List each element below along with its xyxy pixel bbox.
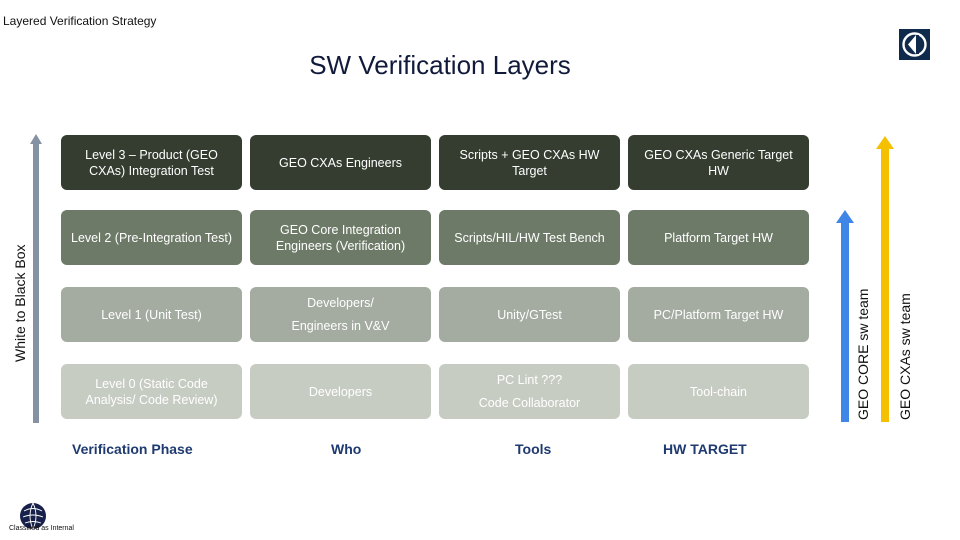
cell-level1-who: Developers/Engineers in V&V bbox=[250, 287, 431, 342]
white-to-black-label: White to Black Box bbox=[12, 244, 28, 363]
cell-level0-hw: Tool-chain bbox=[628, 364, 809, 419]
section-label: Layered Verification Strategy bbox=[3, 14, 157, 28]
globe-icon bbox=[20, 502, 46, 530]
cell-level2-who: GEO Core Integration Engineers (Verifica… bbox=[250, 210, 431, 265]
cell-level1-tools: Unity/GTest bbox=[439, 287, 620, 342]
cell-level3-hw: GEO CXAs Generic Target HW bbox=[628, 135, 809, 190]
classification-label: Classified as Internal bbox=[9, 525, 74, 532]
cell-level0-who: Developers bbox=[250, 364, 431, 419]
column-header-tools: Tools bbox=[515, 441, 552, 457]
cell-level3-phase: Level 3 – Product (GEO CXAs) Integration… bbox=[61, 135, 242, 190]
cell-level3-tools: Scripts + GEO CXAs HW Target bbox=[439, 135, 620, 190]
cell-level2-tools: Scripts/HIL/HW Test Bench bbox=[439, 210, 620, 265]
cell-level0-tools: PC Lint ???Code Collaborator bbox=[439, 364, 620, 419]
column-header-who: Who bbox=[331, 441, 362, 457]
cell-level1-phase: Level 1 (Unit Test) bbox=[61, 287, 242, 342]
verification-grid: Level 3 – Product (GEO CXAs) Integration… bbox=[61, 135, 811, 420]
geo-cxas-label: GEO CXAs sw team bbox=[897, 293, 913, 420]
cell-level0-phase: Level 0 (Static Code Analysis/ Code Revi… bbox=[61, 364, 242, 419]
geo-core-label: GEO CORE sw team bbox=[855, 288, 871, 420]
cell-level2-hw: Platform Target HW bbox=[628, 210, 809, 265]
page-title: SW Verification Layers bbox=[309, 50, 571, 80]
cell-level2-phase: Level 2 (Pre-Integration Test) bbox=[61, 210, 242, 265]
column-header-phase: Verification Phase bbox=[72, 441, 193, 457]
column-header-hw: HW TARGET bbox=[663, 441, 747, 457]
white-to-black-arrow bbox=[30, 134, 42, 423]
geo-core-arrow bbox=[836, 210, 854, 422]
cell-level1-hw: PC/Platform Target HW bbox=[628, 287, 809, 342]
brand-logo bbox=[899, 29, 930, 60]
geo-cxas-arrow bbox=[876, 136, 894, 422]
brand-logo-icon bbox=[902, 32, 927, 57]
cell-level3-who: GEO CXAs Engineers bbox=[250, 135, 431, 190]
